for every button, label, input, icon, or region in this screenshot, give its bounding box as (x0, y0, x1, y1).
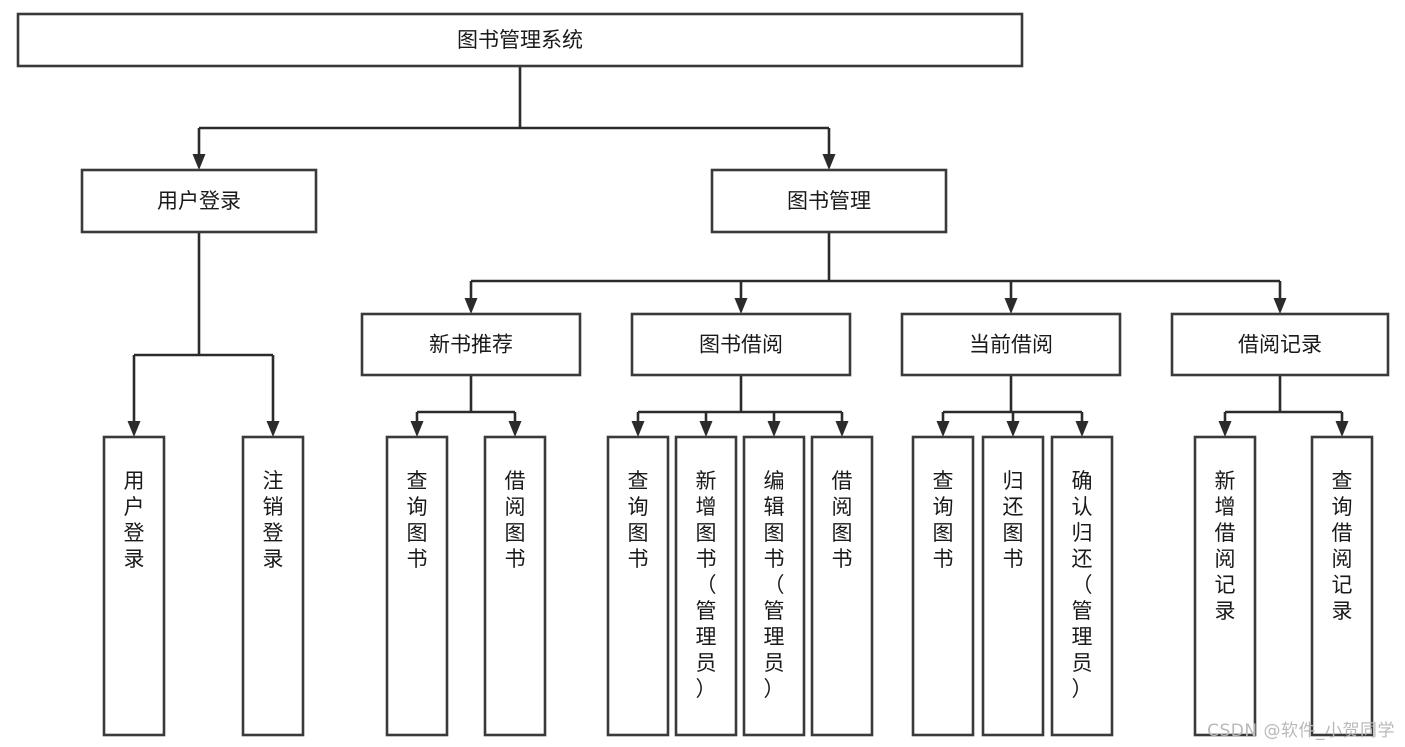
node-root[interactable]: 图书管理系统 (16, 12, 1024, 68)
conn-userlogin-to-leaves (127, 232, 280, 437)
node-label-leaf-query-book-2: 查询图书 (628, 469, 649, 571)
connector-arrowhead (1335, 421, 1349, 437)
connector-arrowhead (767, 421, 781, 437)
connector-arrowhead (835, 421, 849, 437)
connector-arrowhead (631, 421, 645, 437)
node-leaf-add-book-admin[interactable]: 新增图书（管理员） (674, 435, 738, 737)
node-leaf-query-borrow-record[interactable]: 查询借阅记录 (1310, 435, 1374, 737)
node-leaf-user-login[interactable]: 用户登录 (102, 435, 166, 737)
connector-arrowhead (1004, 298, 1018, 314)
connector-arrowhead (1006, 421, 1020, 437)
node-label-leaf-edit-book-admin: 编辑图书（管理员） (764, 469, 785, 701)
node-user-login[interactable]: 用户登录 (80, 168, 318, 234)
node-leaf-logout-login[interactable]: 注销登录 (241, 435, 305, 737)
node-box-leaf-user-login (102, 435, 166, 737)
node-box-root (16, 12, 1024, 68)
conn-newbook-to-leaves (410, 375, 522, 437)
conn-root-to-level2 (192, 66, 836, 170)
conn-record-to-leaves (1218, 375, 1349, 437)
node-leaf-query-book-3[interactable]: 查询图书 (911, 435, 975, 737)
node-box-leaf-query-book-1 (385, 435, 449, 737)
node-leaf-query-book-1[interactable]: 查询图书 (385, 435, 449, 737)
node-box-leaf-query-book-3 (911, 435, 975, 737)
node-label-leaf-borrow-book-1: 借阅图书 (505, 469, 526, 571)
node-label-leaf-user-login: 用户登录 (124, 469, 145, 571)
node-box-leaf-logout-login (241, 435, 305, 737)
node-label-book-borrow: 图书借阅 (699, 333, 783, 357)
conn-current-to-leaves (936, 375, 1089, 437)
node-label-leaf-logout-login: 注销登录 (263, 469, 284, 571)
connector-arrowhead (266, 421, 280, 437)
node-label-leaf-borrow-book-2: 借阅图书 (832, 469, 853, 571)
connector-arrowhead (936, 421, 950, 437)
node-box-leaf-edit-book-admin (742, 435, 806, 737)
connector-arrowhead (127, 421, 141, 437)
node-book-manage[interactable]: 图书管理 (710, 168, 948, 234)
node-box-current-borrow (900, 312, 1122, 377)
node-box-new-book-recommend (360, 312, 582, 377)
connector-arrowhead (699, 421, 713, 437)
node-leaf-borrow-book-2[interactable]: 借阅图书 (810, 435, 874, 737)
node-leaf-edit-book-admin[interactable]: 编辑图书（管理员） (742, 435, 806, 737)
connector-arrowhead (192, 154, 206, 170)
node-box-user-login (80, 168, 318, 234)
node-label-leaf-add-book-admin: 新增图书（管理员） (696, 469, 717, 701)
node-leaf-confirm-return-admin[interactable]: 确认归还（管理员） (1050, 435, 1114, 737)
node-label-book-manage: 图书管理 (787, 189, 871, 213)
node-label-leaf-query-borrow-record: 查询借阅记录 (1332, 469, 1353, 623)
node-leaf-borrow-book-1[interactable]: 借阅图书 (483, 435, 547, 737)
node-box-leaf-return-book (981, 435, 1045, 737)
node-box-leaf-query-book-2 (606, 435, 670, 737)
connector-arrowhead (734, 298, 748, 314)
connector-arrowhead (410, 421, 424, 437)
node-label-leaf-confirm-return-admin: 确认归还（管理员） (1072, 469, 1093, 701)
node-label-current-borrow: 当前借阅 (969, 333, 1053, 357)
node-box-borrow-record (1170, 312, 1390, 377)
node-label-leaf-add-borrow-record: 新增借阅记录 (1215, 469, 1236, 623)
connector-arrowhead (464, 298, 478, 314)
node-current-borrow[interactable]: 当前借阅 (900, 312, 1122, 377)
node-layer: 图书管理系统用户登录图书管理新书推荐图书借阅当前借阅借阅记录用户登录注销登录查询… (16, 12, 1390, 737)
connector-arrowhead (1218, 421, 1232, 437)
connector-arrowhead (1075, 421, 1089, 437)
connector-arrowhead (508, 421, 522, 437)
node-box-book-manage (710, 168, 948, 234)
node-box-leaf-borrow-book-1 (483, 435, 547, 737)
node-box-leaf-query-borrow-record (1310, 435, 1374, 737)
node-leaf-return-book[interactable]: 归还图书 (981, 435, 1045, 737)
node-label-user-login: 用户登录 (157, 189, 241, 213)
node-label-leaf-query-book-3: 查询图书 (933, 469, 954, 571)
conn-borrow-to-leaves (631, 375, 849, 437)
node-box-leaf-borrow-book-2 (810, 435, 874, 737)
node-box-book-borrow (630, 312, 852, 377)
node-borrow-record[interactable]: 借阅记录 (1170, 312, 1390, 377)
node-box-leaf-add-borrow-record (1193, 435, 1257, 737)
node-label-leaf-return-book: 归还图书 (1003, 469, 1024, 571)
node-leaf-add-borrow-record[interactable]: 新增借阅记录 (1193, 435, 1257, 737)
node-box-leaf-confirm-return-admin (1050, 435, 1114, 737)
connector-layer (127, 66, 1349, 437)
connector-arrowhead (1273, 298, 1287, 314)
node-leaf-query-book-2[interactable]: 查询图书 (606, 435, 670, 737)
watermark-label: CSDN @软件_小贺同学 (1207, 721, 1395, 741)
node-label-root: 图书管理系统 (457, 28, 583, 52)
node-new-book-recommend[interactable]: 新书推荐 (360, 312, 582, 377)
node-book-borrow[interactable]: 图书借阅 (630, 312, 852, 377)
conn-bookmanage-to-level3 (464, 232, 1287, 314)
node-label-new-book-recommend: 新书推荐 (429, 333, 513, 357)
node-box-leaf-add-book-admin (674, 435, 738, 737)
node-label-borrow-record: 借阅记录 (1238, 333, 1322, 357)
node-label-leaf-query-book-1: 查询图书 (407, 469, 428, 571)
connector-arrowhead (822, 154, 836, 170)
